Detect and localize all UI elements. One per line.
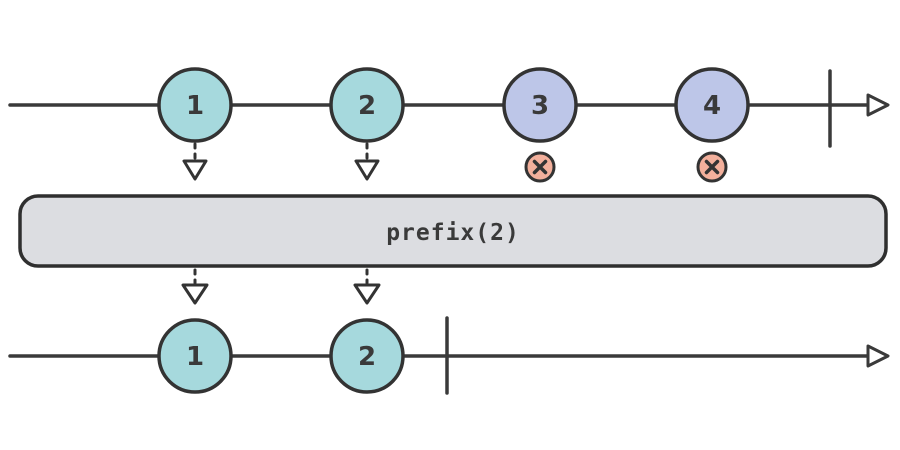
marble-circle	[674, 67, 750, 143]
input-stream: 1 2 3 4	[8, 67, 890, 183]
down-triangle-icon	[181, 283, 209, 305]
output-marble-1[interactable]: 1	[157, 318, 233, 394]
marble-circle	[157, 67, 233, 143]
operator: prefix(2)	[18, 194, 888, 268]
output-marble-2[interactable]: 2	[329, 318, 405, 394]
marble-circle	[329, 67, 405, 143]
marble-circle	[502, 67, 578, 143]
output-stream: 1 2	[8, 316, 890, 395]
input-marble-1[interactable]: 1	[157, 67, 233, 143]
dropped-x-icon-4	[696, 151, 728, 183]
down-triangle-icon	[182, 159, 208, 181]
operator-label: prefix(2)	[386, 220, 520, 246]
marble-value: 1	[186, 342, 204, 372]
marble-value: 1	[186, 91, 204, 121]
marble-value: 4	[703, 91, 721, 121]
down-triangle-icon	[354, 159, 380, 181]
marble-circle	[157, 318, 233, 394]
kept-emit-arrow-icon-2	[354, 142, 380, 181]
output-emit-arrow-icon-1	[181, 268, 209, 305]
output-timeline-arrowhead-icon	[866, 344, 890, 368]
input-marble-4[interactable]: 4	[674, 67, 750, 143]
dropped-x-icon-3	[524, 151, 556, 183]
kept-emit-arrow-icon-1	[182, 142, 208, 181]
x-cross-glyph	[532, 159, 548, 175]
marble-value: 2	[358, 342, 376, 372]
marble-value: 2	[358, 91, 376, 121]
operator-box	[18, 194, 888, 268]
output-emit-arrow-icon-2	[353, 268, 381, 305]
input-timeline-arrowhead-icon	[866, 93, 890, 117]
input-marble-2[interactable]: 2	[329, 67, 405, 143]
input-marble-3[interactable]: 3	[502, 67, 578, 143]
marble-value: 3	[531, 91, 549, 121]
x-cross-glyph	[704, 159, 720, 175]
down-triangle-icon	[353, 283, 381, 305]
marble-circle	[329, 318, 405, 394]
